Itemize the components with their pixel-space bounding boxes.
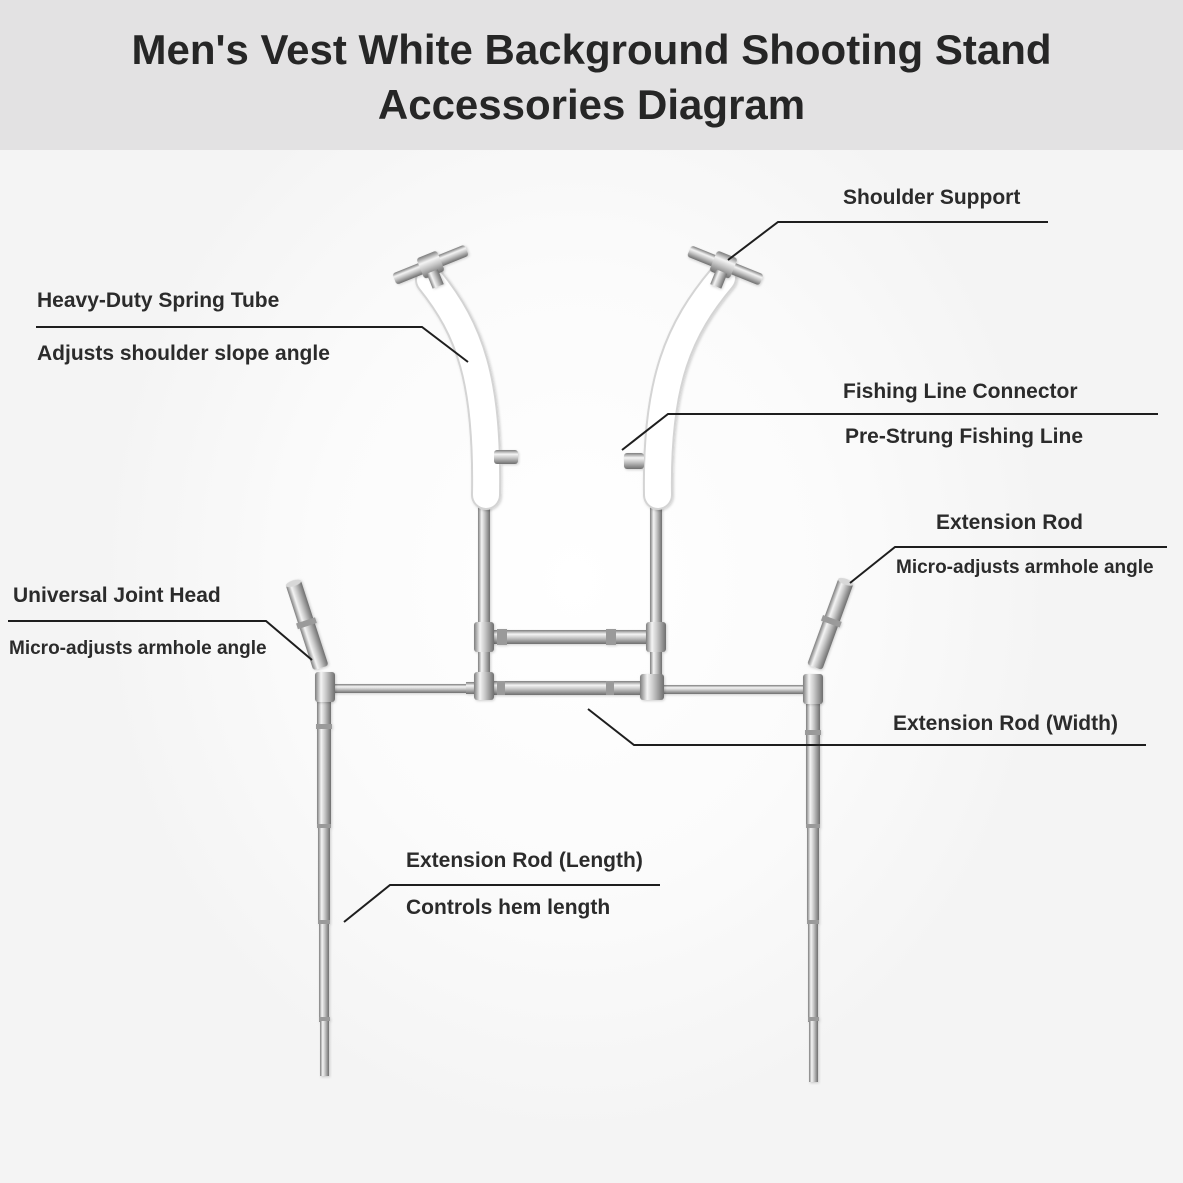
leader-extension-rod [849,546,1167,584]
right-shoulder-support [687,246,763,289]
title-line-1: Men's Vest White Background Shooting Sta… [131,26,1052,73]
label-spring-tube-desc: Adjusts shoulder slope angle [37,342,330,365]
right-length-rod [805,690,821,1082]
leader-lines [8,221,1167,923]
label-extension-rod-width: Extension Rod (Width) [893,712,1118,735]
leader-fishing-line [621,413,1158,451]
corner-joints [315,672,823,704]
label-extension-rod-desc: Micro-adjusts armhole angle [896,557,1154,578]
leader-shoulder-support [727,221,1048,261]
title-line-2: Accessories Diagram [377,81,806,128]
label-universal-joint-desc: Micro-adjusts armhole angle [9,638,267,659]
label-shoulder-support: Shoulder Support [843,186,1021,209]
center-posts [474,495,666,700]
leader-extension-width [587,708,1146,746]
right-spring-tube [624,263,737,510]
right-universal-joint [807,577,854,670]
header-banner: Men's Vest White Background Shooting Sta… [0,0,1183,150]
left-spring-tube [415,265,518,510]
label-universal-joint: Universal Joint Head [13,584,221,607]
label-fishing-line-desc: Pre-Strung Fishing Line [845,425,1084,448]
label-extension-rod-length-desc: Controls hem length [406,896,611,919]
label-fishing-line-connector: Fishing Line Connector [843,380,1078,403]
leader-extension-length [343,884,660,923]
leader-universal-joint [8,620,313,661]
left-shoulder-support [393,245,469,289]
width-rod [330,681,810,695]
label-extension-rod: Extension Rod [936,511,1084,534]
label-spring-tube: Heavy-Duty Spring Tube [37,289,280,312]
leader-spring-tube [36,326,469,363]
label-extension-rod-length: Extension Rod (Length) [406,849,643,872]
cross-bar [490,629,656,645]
left-length-rod [316,690,332,1076]
left-universal-joint [285,579,328,670]
photo-background [0,150,1183,1183]
